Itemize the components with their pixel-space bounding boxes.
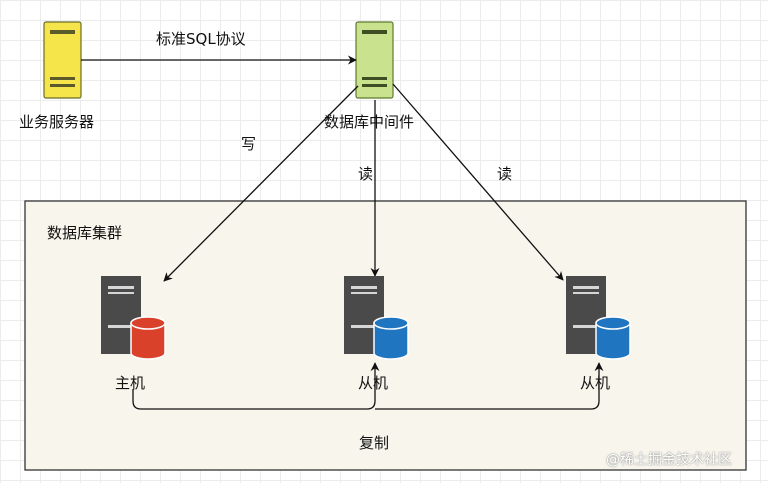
master-label: 主机 bbox=[115, 374, 146, 392]
replicate-connector-center bbox=[132, 362, 380, 410]
replicate-label: 复制 bbox=[359, 434, 390, 452]
business-server-label: 业务服务器 bbox=[19, 113, 95, 131]
replicate-connector-right bbox=[375, 362, 604, 410]
write-arrow bbox=[163, 85, 359, 282]
slave-db-server-icon bbox=[566, 276, 631, 360]
slave-label-2: 从机 bbox=[580, 374, 611, 392]
cluster-title: 数据库集群 bbox=[47, 224, 123, 242]
watermark: @稀土掘金技术社区 bbox=[606, 452, 732, 468]
middleware-label: 数据库中间件 bbox=[324, 113, 415, 131]
slave-db-server-icon bbox=[344, 276, 409, 360]
middleware-server-icon bbox=[355, 21, 394, 99]
slave-label-1: 从机 bbox=[358, 374, 389, 392]
read-arrow-right bbox=[392, 83, 564, 281]
protocol-label: 标准SQL协议 bbox=[156, 30, 246, 48]
write-label: 写 bbox=[241, 135, 257, 153]
business-server-icon bbox=[43, 21, 82, 99]
read-label-right: 读 bbox=[497, 165, 513, 183]
master-db-server-icon bbox=[101, 276, 166, 360]
read-label-center: 读 bbox=[358, 165, 374, 183]
